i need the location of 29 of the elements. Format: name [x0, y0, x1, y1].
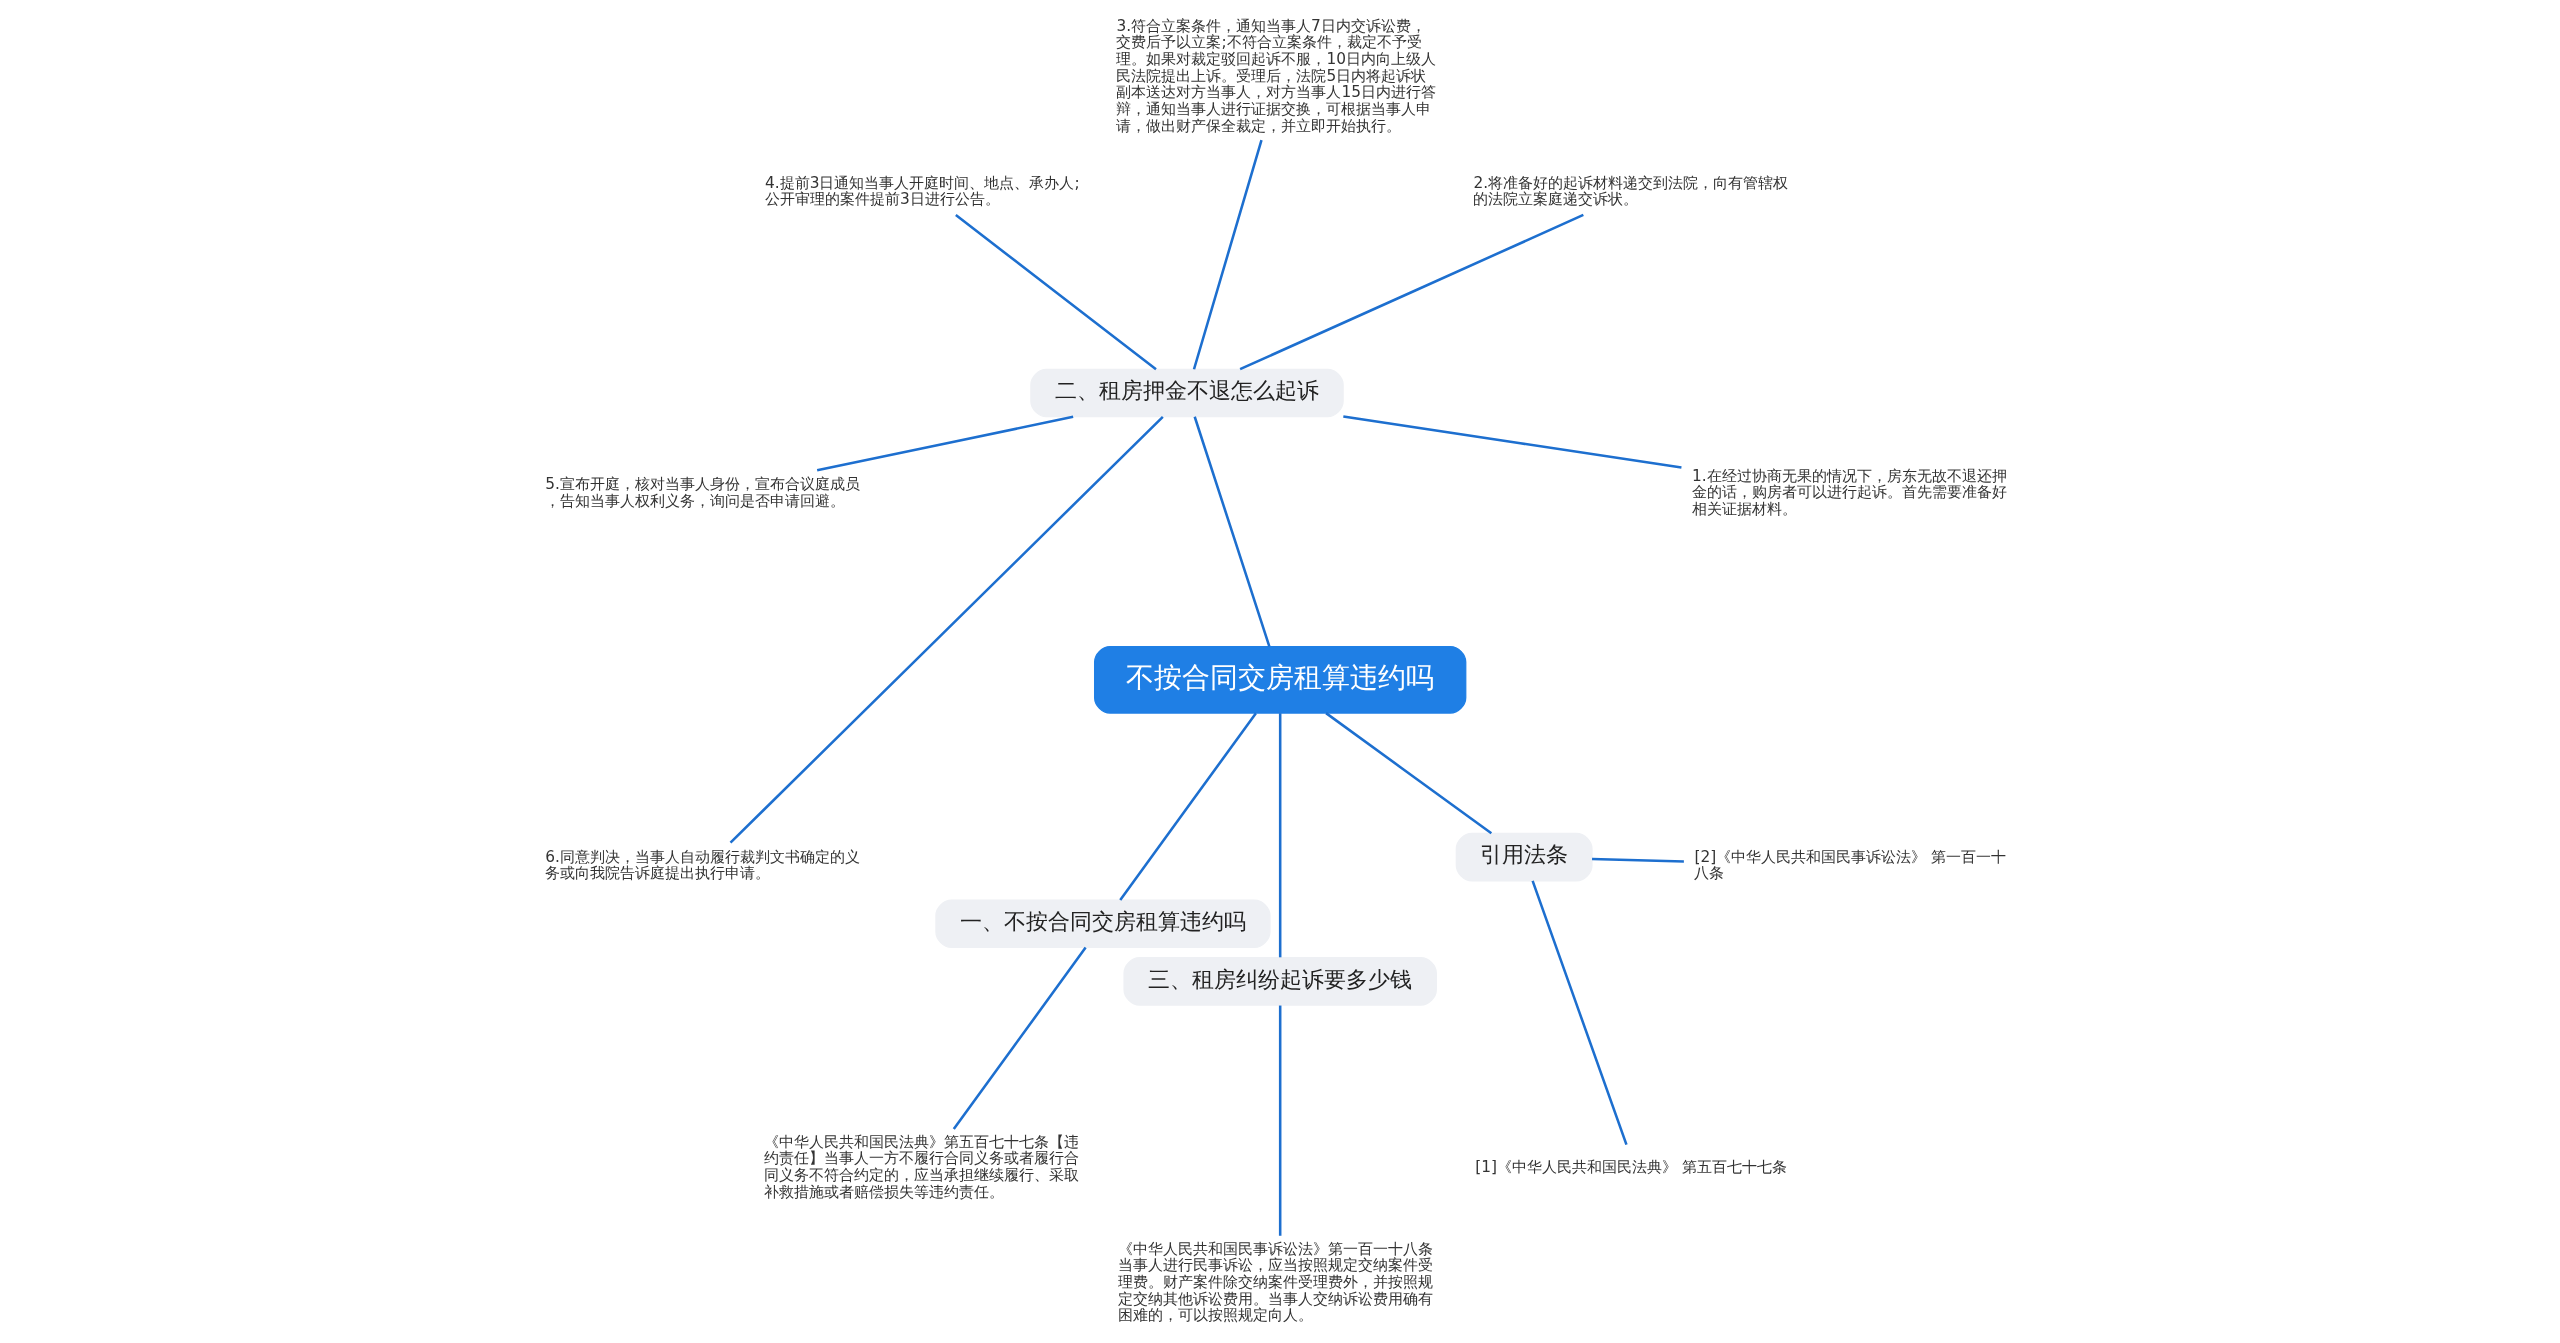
connector [952, 946, 1087, 1130]
node-text: 《中华人民共和国民法典》第五百七十七条【违约责任】当事人一方不履行合同义务或者履行合同义务不符合约定的，应当承担继续履行、采取补救措施或者赔偿损失等违约责任。 [763, 1132, 1079, 1201]
node-box: 引用法条 [1455, 832, 1593, 882]
connector [1278, 1005, 1281, 1236]
node-text: [2]《中华人民共和国民事诉讼法》 第一百一十八条 [1693, 847, 2006, 883]
connector [729, 415, 1164, 844]
connector [1239, 213, 1584, 371]
node-text: 5.宣布开庭，核对当事人身份，宣布合议庭成员，告知当事人权利义务，询问是否申请回避。 [544, 475, 860, 510]
node-text: 2.将准备好的起诉材料递交到法院，向有管辖权的法院立案庭递交诉状。 [1472, 173, 1788, 209]
connector [1192, 139, 1263, 370]
connector [1278, 713, 1281, 958]
node-text: [1]《中华人民共和国民法典》 第五百七十七条 [1474, 1157, 1787, 1176]
connector [1342, 415, 1682, 469]
connector [816, 415, 1073, 472]
node-text: 4.提前3日通知当事人开庭时间、地点、承办人;公开审理的案件提前3日进行公告。 [764, 173, 1080, 209]
node-text: 6.同意判决，当事人自动履行裁判文书确定的义务或向我院告诉庭提出执行申请。 [544, 847, 860, 883]
connector [1530, 880, 1628, 1146]
node-box: 三、租房纠纷起诉要多少钱 [1122, 957, 1437, 1006]
node-text: 3.符合立案条件，通知当事人7日内交诉讼费，交费后予以立案;不符合立案条件，裁定不予受理。如果对裁定驳回起诉不服，10日内向上级人民法院提出上诉。受理后，法院5日内将起诉状副本送达对方当事人，对方当事人15日内进行答辩，通知当事人进行证据交换，可根据当事人申请，做出财产保全裁定，并立即开始执行。 [1115, 16, 1436, 135]
node-text: 1.在经过协商无果的情况下，房东无故不退还押金的话，购房者可以进行起诉。首先需要准备好相关证据材料。 [1691, 466, 2007, 519]
connector [954, 214, 1157, 371]
node-box: 不按合同交房租算违约吗 [1093, 645, 1466, 714]
node-box: 一、不按合同交房租算违约吗 [934, 899, 1271, 949]
connector [1118, 712, 1257, 901]
connector [1324, 712, 1492, 835]
connector [1193, 416, 1271, 647]
node-text: 《中华人民共和国民事诉讼法》第一百一十八条当事人进行民事诉讼，应当按照规定交纳案件受理费。财产案件除交纳案件受理费外，并按照规定交纳其他诉讼费用。当事人交纳诉讼费用确有困难的，可以按照规定向人。 [1117, 1239, 1433, 1325]
node-box: 二、租房押金不退怎么起诉 [1029, 368, 1344, 418]
connector [1591, 857, 1684, 863]
